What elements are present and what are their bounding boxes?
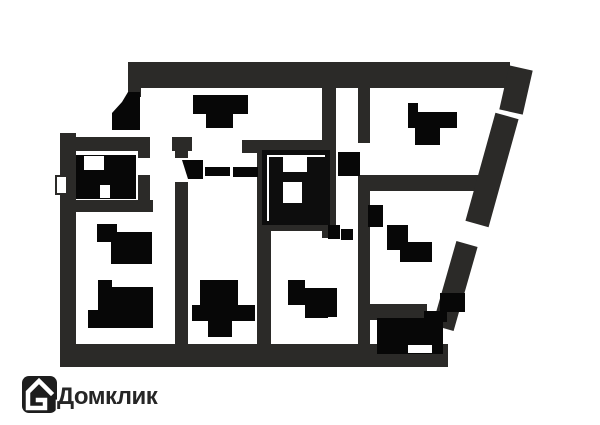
wall-diagonal-segment [499,65,533,115]
furniture-item [192,280,255,337]
furniture-item [288,280,337,318]
fixture-notch [283,157,307,172]
furniture-item [88,280,153,328]
fixture-notch [267,155,325,157]
furniture-item [182,160,203,179]
furniture-item [341,229,353,240]
fixture-notch [408,345,432,353]
furniture-item [387,225,432,262]
wall-segment [358,85,370,143]
furniture-item [97,224,152,264]
house-icon-outline [25,377,55,411]
wall-segment [242,140,336,153]
domclick-logo: Домклик [22,376,161,413]
furniture-item [440,293,465,312]
furniture-item [408,103,457,145]
fixture-notch [283,182,302,203]
furniture-item [424,311,447,322]
wall-segment [60,137,150,151]
wall-segment [128,62,141,97]
wall-diagonal-segment [465,112,519,228]
furniture-item [368,205,383,227]
fixture-notch [84,156,104,170]
wall-segment [358,175,480,191]
house-icon-background [22,376,57,413]
wall-segment [128,62,510,88]
wall-segment [175,182,188,352]
furniture-item [193,95,248,128]
door-niche [55,175,68,195]
floor-plan-layer [55,62,533,367]
wall-segment [60,133,76,367]
wall-segment [60,344,448,367]
house-icon [22,376,57,413]
furniture-item [205,167,230,176]
furniture-item [233,167,258,177]
furniture-item [338,152,360,176]
wall-segment [138,137,150,158]
wall-segment [138,175,150,208]
furniture-item [328,225,340,239]
wall-segment [175,137,188,158]
fixture-notch [267,155,269,221]
brand-name: Домклик [57,383,159,410]
fixture-notch [100,185,110,198]
wall-segment [60,200,153,212]
furniture-item [112,92,140,130]
wall-segment [362,304,427,320]
